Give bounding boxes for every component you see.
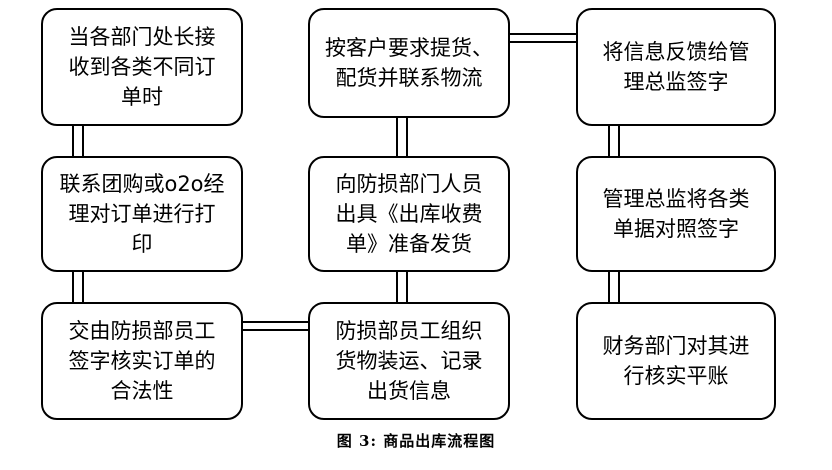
node-director-signs: 管理总监将各类 单据对照签字 — [576, 156, 776, 272]
connector-n8-n9 — [608, 272, 620, 302]
node-pick-and-ship: 按客户要求提货、 配货并联系物流 — [308, 8, 510, 118]
connector-n2-n3 — [72, 272, 84, 302]
node-print-orders: 联系团购或o2o经 理对订单进行打 印 — [41, 156, 243, 272]
node-verify-orders: 交由防损部员工 签字核实订单的 合法性 — [41, 302, 243, 420]
node-load-goods-label: 防损部员工组织 货物装运、记录 出货信息 — [335, 319, 483, 403]
figure-caption: 图 3: 商品出库流程图 — [336, 432, 496, 450]
node-issue-receipt: 向防损部门人员 出具《出库收费 单》准备发货 — [308, 156, 510, 272]
connector-n1-n2 — [72, 126, 84, 156]
connector-n3-n4 — [243, 321, 308, 331]
connector-n7-n8 — [608, 126, 620, 156]
node-feedback-to-director: 将信息反馈给管 理总监签字 — [576, 8, 776, 126]
node-load-goods: 防损部员工组织 货物装运、记录 出货信息 — [308, 302, 510, 420]
node-director-signs-label: 管理总监将各类 单据对照签字 — [602, 187, 750, 241]
connector-n4-n5 — [396, 272, 408, 302]
node-verify-orders-label: 交由防损部员工 签字核实订单的 合法性 — [68, 319, 216, 403]
node-pick-and-ship-label: 按客户要求提货、 配货并联系物流 — [325, 36, 493, 90]
node-finance-reconcile-label: 财务部门对其进 行核实平账 — [602, 334, 750, 388]
connector-n5-n6 — [396, 118, 408, 156]
node-receive-orders: 当各部门处长接 收到各类不同订 单时 — [41, 8, 243, 126]
node-issue-receipt-label: 向防损部门人员 出具《出库收费 单》准备发货 — [335, 172, 483, 256]
node-feedback-to-director-label: 将信息反馈给管 理总监签字 — [602, 40, 750, 94]
node-finance-reconcile: 财务部门对其进 行核实平账 — [576, 302, 776, 420]
node-receive-orders-label: 当各部门处长接 收到各类不同订 单时 — [68, 25, 216, 109]
connector-n6-n7 — [510, 33, 576, 43]
node-print-orders-label: 联系团购或o2o经 理对订单进行打 印 — [59, 172, 225, 256]
